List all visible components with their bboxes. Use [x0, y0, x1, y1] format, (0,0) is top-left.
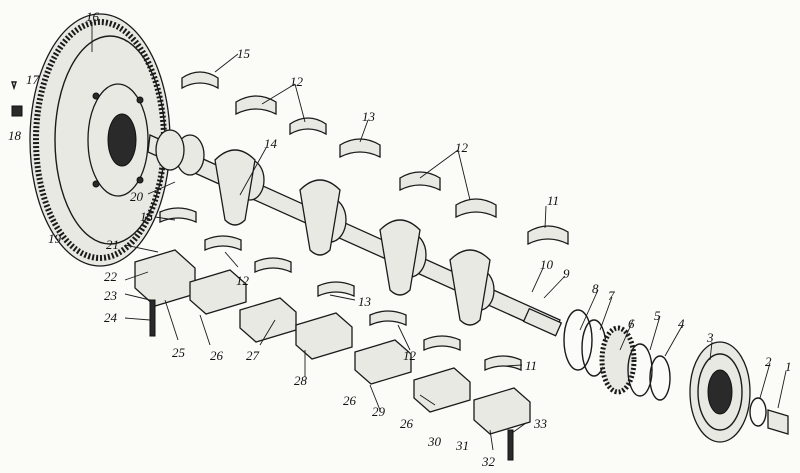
callout-33: 33 [533, 416, 548, 431]
bearing-caps-lower [134, 207, 531, 461]
bearing-shells-upper [181, 71, 569, 246]
callout-22: 22 [104, 269, 118, 284]
callout-labels: 1 2 3 4 5 6 7 8 9 10 11 11 12 12 12 12 1… [8, 9, 792, 469]
callout-6: 6 [628, 316, 635, 331]
callout-12-a: 12 [290, 74, 304, 89]
callout-30: 30 [427, 434, 442, 449]
callout-5: 5 [654, 308, 661, 323]
callout-1: 1 [785, 359, 792, 374]
callout-31: 31 [455, 438, 469, 453]
callout-24: 24 [104, 310, 118, 325]
callout-13-upper: 13 [362, 109, 376, 124]
callout-7: 7 [608, 288, 615, 303]
callout-8: 8 [592, 281, 599, 296]
callout-26-a: 26 [210, 348, 224, 363]
callout-12-b: 12 [455, 140, 469, 155]
callout-10: 10 [540, 257, 554, 272]
callout-29: 29 [372, 404, 386, 419]
callout-4: 4 [678, 316, 685, 331]
callout-27: 27 [246, 348, 260, 363]
callout-32: 32 [481, 454, 496, 469]
flywheel [29, 13, 171, 267]
callout-28: 28 [294, 373, 308, 388]
callout-19: 19 [48, 231, 62, 246]
callout-18: 18 [8, 128, 22, 143]
callout-11-lower: 11 [525, 358, 537, 373]
callout-26-c: 26 [400, 416, 414, 431]
callout-12-c: 12 [236, 273, 250, 288]
callout-17: 17 [26, 72, 40, 87]
callout-21: 21 [106, 237, 119, 252]
callout-16: 16 [86, 9, 100, 24]
callout-12-d: 12 [403, 348, 417, 363]
callout-13-lower: 13 [358, 294, 372, 309]
callout-15-lower: 15 [140, 209, 154, 224]
leader-lines [91, 22, 787, 451]
callout-14: 14 [264, 136, 278, 151]
callout-26-b: 26 [343, 393, 357, 408]
callout-23: 23 [104, 288, 118, 303]
callout-11-upper: 11 [547, 193, 559, 208]
callout-25: 25 [172, 345, 186, 360]
callout-2: 2 [765, 354, 772, 369]
callout-15-upper: 15 [237, 46, 251, 61]
callout-20: 20 [130, 189, 144, 204]
crankshaft [147, 129, 563, 337]
front-end-assembly [563, 309, 789, 443]
flywheel-nut-and-lock [11, 81, 23, 117]
callout-3: 3 [706, 330, 714, 345]
callout-9: 9 [563, 266, 570, 281]
